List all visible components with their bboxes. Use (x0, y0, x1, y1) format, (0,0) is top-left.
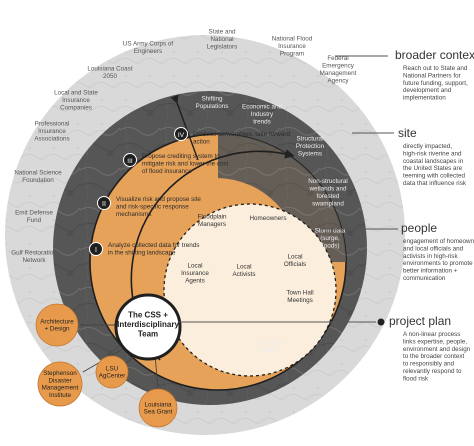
people-circle (163, 203, 337, 377)
svg-text:II: II (102, 201, 106, 208)
site-item-storm: Storm data(surge,floods) (315, 228, 346, 250)
partner-architecture: Architecture+ Design (35, 303, 79, 347)
legend-site-title: site (398, 126, 417, 140)
svg-text:IV: IV (178, 132, 185, 139)
people-item-homeowners: Homeowners (249, 215, 286, 222)
project-plan-marker (377, 318, 385, 326)
legend-people-title: people (401, 221, 437, 235)
legend-site-desc: directly impacted,high-risk riverine and… (403, 143, 467, 187)
legend-broader-context-title: broader context (395, 48, 474, 62)
svg-text:I: I (95, 247, 97, 254)
site-remnant-wedge (218, 134, 346, 262)
legend-project-plan-title: project plan (389, 314, 451, 328)
legend-people-desc: engagement of homeownersand local offici… (403, 238, 474, 282)
people-to-plan-arrow (170, 94, 199, 161)
svg-text:Architecture+ Design: Architecture+ Design (40, 318, 74, 332)
svg-text:III: III (127, 158, 133, 165)
